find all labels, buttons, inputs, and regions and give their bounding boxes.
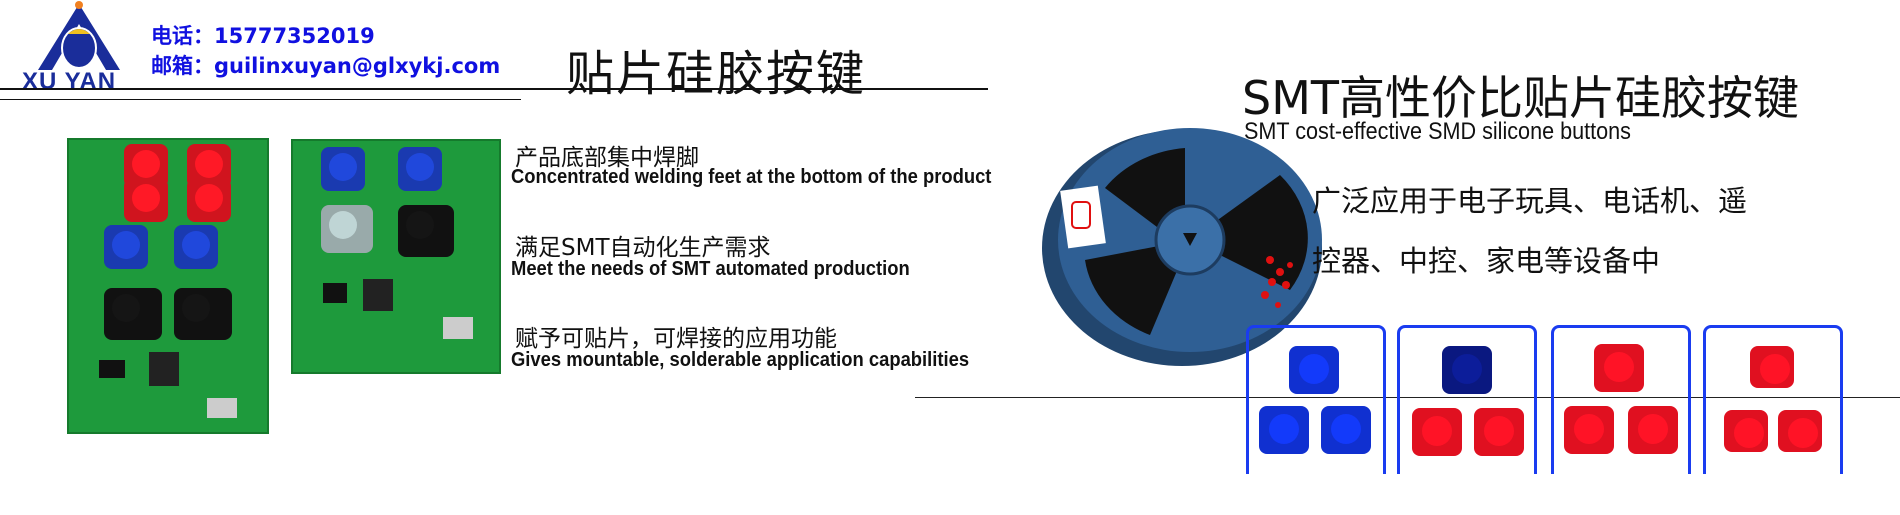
pcb-board-image-1 bbox=[67, 138, 269, 434]
header-divider-short bbox=[0, 99, 521, 100]
page-title: 贴片硅胶按键 bbox=[566, 46, 867, 102]
right-body-line2: 控器、中控、家电等设备中 bbox=[1312, 244, 1661, 278]
email-text: 邮箱：guilinxuyan@glxykj.com bbox=[151, 54, 501, 78]
feature-1-en: Concentrated welding feet at the bottom … bbox=[511, 166, 992, 188]
right-divider bbox=[915, 397, 1900, 398]
feature-2-en: Meet the needs of SMT automated producti… bbox=[511, 258, 910, 280]
feature-1-cn: 产品底部集中焊脚 bbox=[515, 145, 699, 171]
tape-reel-image bbox=[1042, 128, 1322, 366]
logo: XU YAN bbox=[18, 0, 140, 97]
feature-3-en: Gives mountable, solderable application … bbox=[511, 349, 970, 371]
button-sample-red-small bbox=[1703, 325, 1843, 474]
header-divider bbox=[0, 88, 988, 90]
right-body-line1: 广泛应用于电子玩具、电话机、遥 bbox=[1312, 184, 1748, 218]
feature-3-cn: 赋予可贴片，可焊接的应用功能 bbox=[515, 326, 837, 352]
button-sample-blue-3 bbox=[1246, 325, 1386, 474]
button-sample-mixed bbox=[1397, 325, 1537, 474]
phone-text: 电话：15777352019 bbox=[151, 24, 375, 48]
pcb-board-image-2 bbox=[291, 139, 501, 374]
right-subtitle: SMT cost-effective SMD silicone buttons bbox=[1244, 118, 1631, 145]
right-title: SMT高性价比贴片硅胶按键 bbox=[1242, 71, 1799, 125]
logo-icon bbox=[38, 1, 120, 70]
feature-2-cn: 满足SMT自动化生产需求 bbox=[515, 235, 771, 261]
logo-text: XU YAN bbox=[22, 68, 117, 95]
button-sample-red-large bbox=[1551, 325, 1691, 474]
